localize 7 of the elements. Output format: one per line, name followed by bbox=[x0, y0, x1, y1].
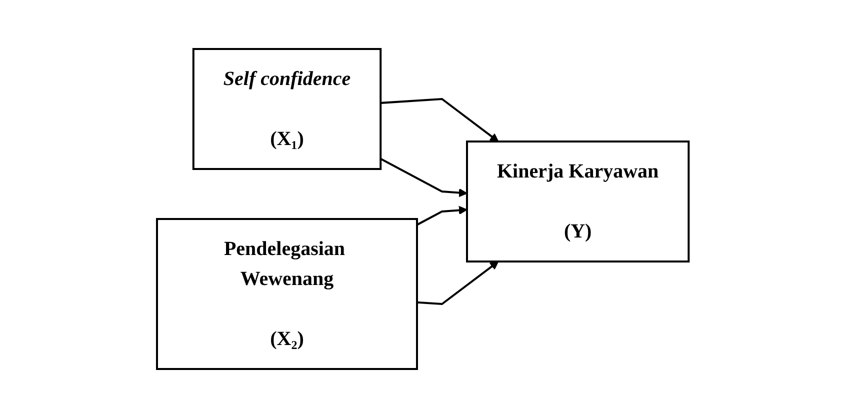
arrow bbox=[380, 158, 468, 198]
node-box: Pendelegasian Wewenang (X₂) bbox=[156, 218, 418, 370]
arrow bbox=[417, 261, 499, 306]
arrow bbox=[416, 206, 468, 226]
node-box: Self confidence (X₁) bbox=[192, 48, 382, 170]
arrow bbox=[380, 98, 499, 142]
node-box: Kinerja Karyawan (Y) bbox=[466, 140, 690, 262]
